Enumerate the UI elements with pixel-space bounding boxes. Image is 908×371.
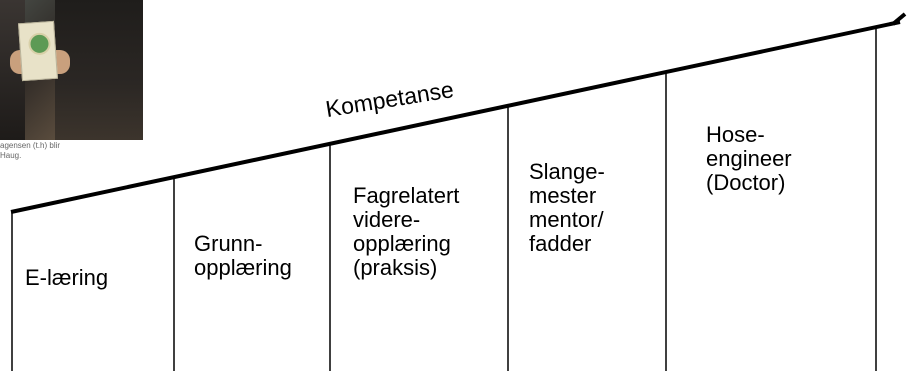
stage-hose-engineer: Hose- engineer (Doctor)	[706, 123, 792, 195]
stage-line: opplæring	[353, 231, 451, 256]
stage-fagrelatert: Fagrelatert videre- opplæring (praksis)	[353, 184, 459, 280]
slope-line	[10, 20, 901, 214]
photo-caption: agensen (t.h) blir Haug.	[0, 140, 143, 177]
stage-line: videre-	[353, 207, 421, 232]
stage-line: Hose-	[706, 122, 765, 147]
stage-line: Grunn-	[194, 231, 263, 256]
stage-line: (Doctor)	[706, 170, 786, 195]
stage-line: mentor/	[529, 207, 604, 232]
stage-line: engineer	[706, 146, 792, 171]
stage-line: Fagrelatert	[353, 183, 460, 208]
slope-line-tip	[891, 12, 907, 26]
stage-line: Slange-	[529, 159, 605, 184]
stage-line: fadder	[529, 231, 592, 256]
stage-line: mester	[529, 183, 597, 208]
photo-caption-line2: Haug.	[0, 151, 22, 160]
stage-e-laering: E-læring	[25, 266, 108, 290]
photo-person-body	[55, 0, 143, 140]
photo-caption-line1: agensen (t.h) blir	[0, 141, 61, 150]
stage-line: E-læring	[25, 265, 109, 290]
photo	[0, 0, 143, 140]
stage-line: (praksis)	[353, 255, 438, 280]
stage-line: opplæring	[194, 255, 292, 280]
stage-slangemester: Slange- mester mentor/ fadder	[529, 160, 605, 256]
stage-grunnopplaering: Grunn- opplæring	[194, 232, 292, 280]
